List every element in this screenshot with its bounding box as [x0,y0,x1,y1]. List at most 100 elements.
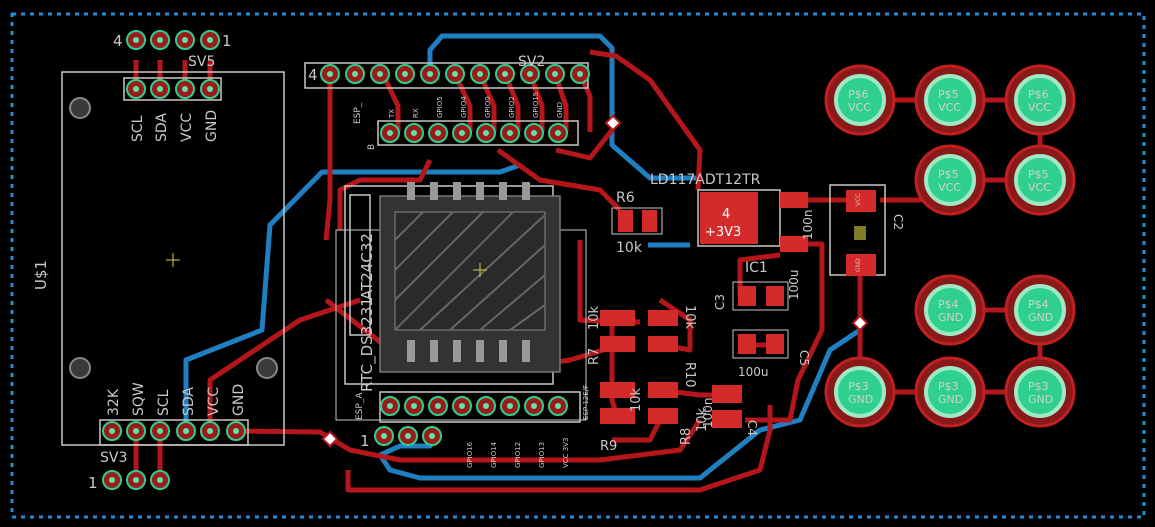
ic1-pad [780,236,808,252]
r7-value: 10k [587,305,602,330]
sv5-pin-pad-hole [133,86,139,92]
esp-chip [379,182,561,373]
big-pad-num: P$3 [848,380,869,393]
sv5-pin-pad-hole [157,37,163,43]
big-pad-num: P$6 [848,88,869,101]
esp-a-pad-hole [459,403,465,409]
sv3-pin-pad-hole [109,428,115,434]
big-pad-num: P$6 [1028,88,1049,101]
c4-name: C4 [745,420,759,436]
r7-pad [600,310,635,326]
esp-pin-left: 4 [308,66,318,84]
sv3-pin-label: VCC [206,387,222,416]
board-outline [10,12,1146,519]
sv3-pin-left: 1 [88,474,98,492]
esp-header-pin: RX [412,108,420,118]
bottom-copper-traces [183,33,863,481]
sv5-pin-pad-hole [182,86,188,92]
c4-pad [712,385,742,403]
top-trace [345,405,773,493]
c5-value: 100u [738,365,769,379]
esp-header-pad-hole [502,71,508,77]
esp-bottom-pin: GPIO16 [466,441,474,468]
esp-header-pad-hole [402,71,408,77]
esp-bottom-pin: GPIO13 [538,442,546,468]
big-pad-net: VCC [1028,101,1051,114]
esp-a-tag: ESP_A [355,392,365,420]
c3-outline [732,281,789,311]
big-pad-net: VCC [938,181,961,194]
top-trace [589,49,703,191]
big-pad-drill [1014,284,1066,336]
r7-pad [600,336,635,352]
c2-name: C2 [891,214,905,230]
r9-pad [600,382,635,398]
esp-a-pad-hole [411,403,417,409]
esp-b-pad-hole [507,130,513,136]
ic1-part: LD117ADT12TR [650,172,761,188]
top-trace [235,418,703,463]
sv5-pin-label: SCL [130,115,146,142]
big-pad-num: P$4 [1028,298,1049,311]
eeprom-name: AT24C32 [358,233,376,300]
esp-header-pad-hole [377,71,383,77]
top-trace [207,297,361,431]
big-pad-net: VCC [938,101,961,114]
top-trace [452,72,473,132]
esp-header-pad-hole [427,71,433,77]
sv5-pin-pad-hole [157,86,163,92]
sv5-pin-label: VCC [179,113,195,142]
esp-bottom-pin: VCC 3V3 [562,438,570,469]
sv2-name: SV2 [518,54,545,70]
r8-pad [648,408,678,424]
esp-header-pad-hole [477,71,483,77]
esp-chip-origin [473,263,487,277]
sv5-name: SV5 [188,54,215,70]
sv3-name: SV3 [100,450,127,466]
sv3-pin-pad-hole [183,428,189,434]
big-pad-net: GND [938,311,963,324]
c2-pad-vcc [846,190,876,212]
c2-gnd-tag: GND [855,258,862,272]
esp-header-pad-hole [527,71,533,77]
esp-header-pin: GPIO5 [436,96,444,118]
c5-name: C5 [797,350,811,366]
c2-pad-gnd [846,254,876,276]
mounting-hole [256,357,278,379]
sv3-pin-pad-hole [109,477,115,483]
ic1-pad [780,192,808,208]
esp-bottom-pin: GPIO12 [514,442,522,468]
ic1-pad-net: +3V3 [705,225,741,240]
esp-top-tag: ESP_ [353,102,363,124]
sv5-pin-left: 4 [113,32,123,50]
sv5-pin-pad-hole [182,37,188,43]
esp-chip-pads-bottom [407,340,530,362]
esp-header-pin: GPIO15 [532,92,540,118]
big-pad-drill [1014,154,1066,206]
top-trace [380,72,401,132]
sv5-pin-pad-hole [207,37,213,43]
sv3-pin-label: SCL [156,389,172,416]
big-pad-net: GND [938,393,963,406]
esp-header-pad-hole [327,71,333,77]
c3-name: C3 [713,294,727,310]
big-pad-net: GND [1028,311,1053,324]
big-pad-num: P$5 [938,168,959,181]
r6-value: 10k [616,240,643,256]
esp-a-pad-hole [531,403,537,409]
r10-name: R10 [682,362,697,388]
rtc-name: RTC_DS3231 [358,297,377,392]
rtc-origin [166,253,180,267]
esp-b-pad-hole [411,130,417,136]
sv3-header-outline [99,419,249,446]
top-trace [527,73,545,132]
eeprom-outline [349,194,371,336]
c5-pad [766,334,784,354]
r6-pad [642,210,657,232]
r6-outline [611,207,663,235]
big-pad-drill [834,366,886,418]
esp-chip-core [394,211,546,331]
ic1-outline [697,189,781,247]
esp-a-pad-hole [387,403,393,409]
top-trace [612,418,663,443]
